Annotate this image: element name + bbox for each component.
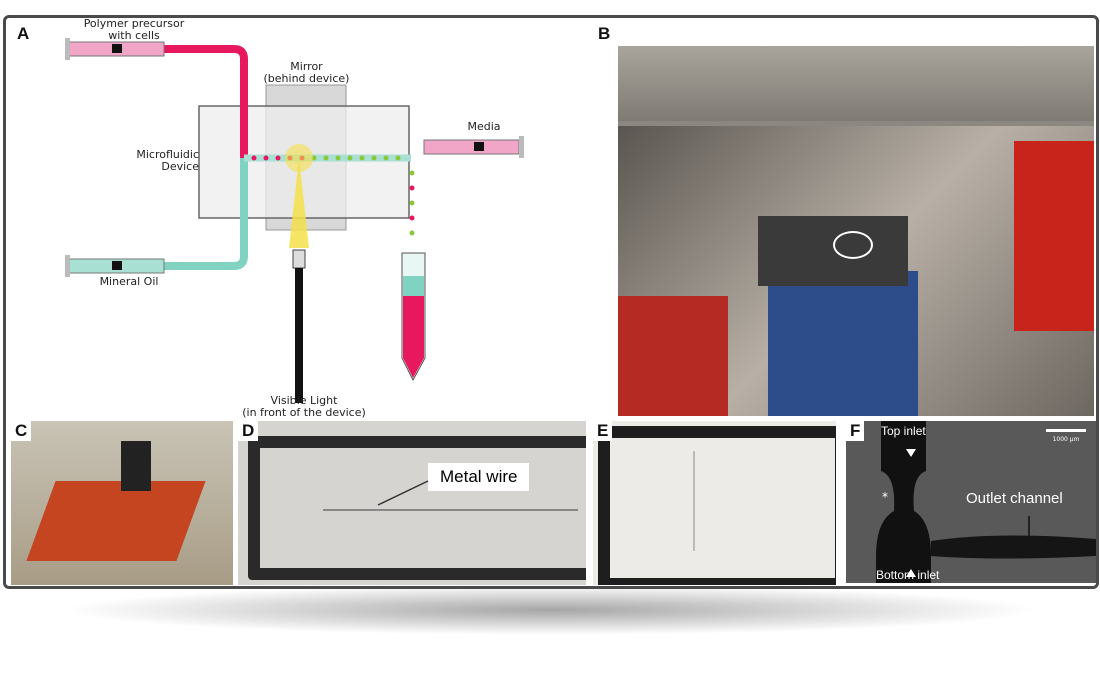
outlet-channel-label: Outlet channel [966,490,1063,507]
panel-label-c: C [11,421,32,441]
microfluidic-schematic [65,38,524,403]
panel-label-f: F [846,421,865,441]
panel-label-e: E [593,421,613,441]
scale-bar [1046,429,1086,432]
top-inlet-label: Top inlet [881,424,926,438]
bottom-inlet-label: Bottom inlet [876,568,940,582]
arrow [377,480,429,506]
label-light: Visible Light (in front of the device) [242,394,366,419]
label-mirror: Mirror (behind device) [263,60,350,85]
metal-wire-annotation: Metal wire [428,463,530,491]
syringe-polymer-icon [65,38,165,60]
asterisk-marker: * [882,490,888,504]
collection-tube [401,252,426,382]
panel-label-d: D [238,421,259,441]
label-media: Media [467,120,501,133]
panel-f-photo: Top inlet Bottom inlet Outlet channel 10… [846,421,1096,583]
label-oil: Mineral Oil [99,275,159,288]
panel-label-a: A [17,24,30,43]
light-beam [289,158,309,248]
panel-label-b: B [598,24,611,43]
scale-label: 1000 μm [1052,436,1080,443]
syringe-oil-icon [65,255,165,277]
panel-e-photo: E [593,421,836,585]
pink-tube [159,45,248,158]
syringe-media-icon [423,136,524,158]
panel-d-photo: Metal wire D [238,421,586,585]
label-device: Microfluidic Device [136,148,199,173]
panel-a: A Polymer precursor [9,18,591,418]
figure-frame: A Polymer precursor [3,15,1099,589]
label-polymer: Polymer precursor with cells [83,18,185,42]
panel-b-photo [618,46,1094,416]
light-tip [292,249,306,269]
channel-micrograph [876,421,1096,583]
frame-shadow [60,585,1040,635]
teal-tube [159,158,248,270]
light-guide [295,268,303,403]
panel-c-photo: C [11,421,233,585]
